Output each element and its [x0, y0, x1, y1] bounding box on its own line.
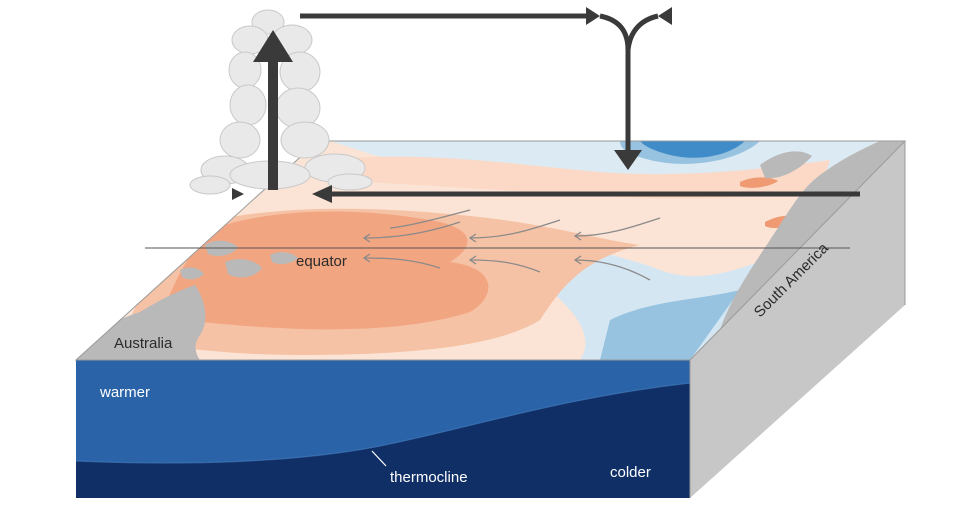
- cold-layer: [76, 383, 690, 498]
- warm-spot-east: [740, 177, 778, 188]
- equator-label: equator: [296, 253, 347, 270]
- rising-head: [253, 30, 293, 62]
- wind-arrow: [362, 253, 441, 269]
- maritime-islands: [180, 240, 298, 280]
- upper-flow-east-head: [586, 7, 600, 25]
- lower-flow-left-head: [232, 188, 244, 200]
- sinking-head: [614, 150, 642, 170]
- convection-cloud: [189, 9, 373, 195]
- warm-band-north: [330, 156, 830, 199]
- colder-label: colder: [610, 464, 651, 481]
- trade-winds: [362, 209, 661, 281]
- thermocline-label: thermocline: [390, 469, 468, 486]
- thermocline-leader: [371, 450, 387, 467]
- cool-region-north-strong: [640, 141, 745, 158]
- ocean-front-face: [75, 360, 691, 498]
- central-america-land: [760, 151, 812, 179]
- lower-flow-west-head: [312, 185, 332, 203]
- cool-region-east-mid: [600, 290, 740, 360]
- box-right-face: [690, 141, 905, 498]
- australia-land: [76, 285, 206, 360]
- walker-circulation: [165, 7, 885, 203]
- sinking-branch: [599, 13, 631, 150]
- wind-arrow: [468, 255, 541, 273]
- wind-arrow: [573, 217, 661, 241]
- warmer-label: warmer: [99, 384, 150, 401]
- upper-flow-west-head: [658, 7, 672, 25]
- wind-arrow: [362, 221, 461, 243]
- wind-arrow: [389, 209, 471, 229]
- thermocline-line: [75, 382, 691, 464]
- warm-pool-strong: [160, 211, 489, 330]
- wind-arrow: [468, 219, 561, 243]
- wind-arrow: [573, 255, 651, 281]
- australia-label: Australia: [114, 335, 173, 352]
